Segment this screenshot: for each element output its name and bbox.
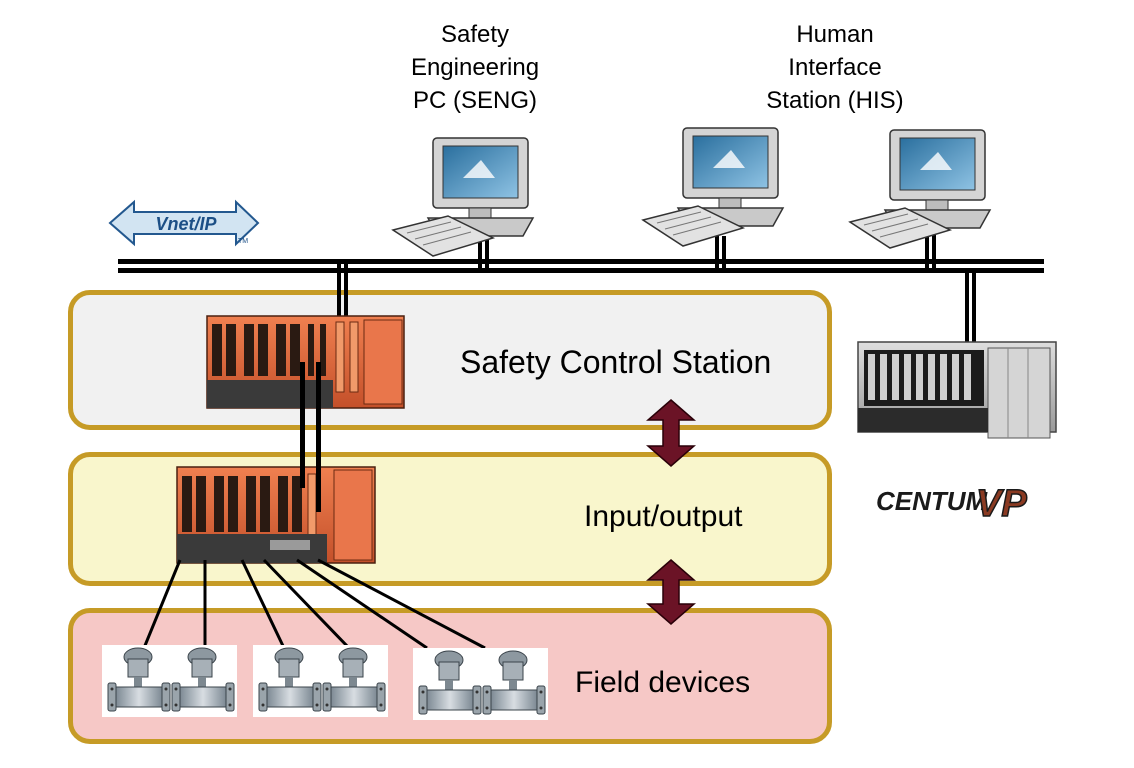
- vnet-ip-logo-text: Vnet/IP: [155, 214, 217, 234]
- flowmeter-icon-6: [482, 647, 546, 721]
- scs-io-cable-2: [316, 362, 321, 512]
- centum-vp-cabinet: [857, 341, 1057, 439]
- field-device-group-3: [413, 647, 548, 721]
- centum-logo-text: CENTUM: [876, 486, 989, 516]
- flowmeter-icon-2: [171, 644, 235, 718]
- flowmeter-icon-3: [258, 644, 322, 718]
- scs-io-cable-1: [300, 362, 305, 488]
- safety-control-station-panel: [68, 290, 832, 430]
- safety-controller-unit: [206, 315, 405, 409]
- his-label: Human Interface Station (HIS): [766, 21, 904, 114]
- field-devices-label: Field devices: [575, 666, 751, 699]
- flowmeter-icon-4: [322, 644, 386, 718]
- seng-label: Safety Engineering PC (SENG): [410, 21, 540, 114]
- vnet-ip-bus: [118, 259, 1044, 273]
- io-controller-unit: [176, 466, 376, 564]
- flowmeter-icon-5: [418, 647, 482, 721]
- vnet-ip-logo: Vnet/IP TM: [108, 199, 260, 247]
- network-drops: [337, 232, 976, 344]
- field-device-group-1: [102, 644, 237, 718]
- centum-vp-logo: CENTUM VP: [876, 482, 1028, 526]
- field-wiring: [142, 558, 486, 650]
- his-pc-icon-2: [849, 129, 991, 249]
- arrow-scs-io: [645, 399, 697, 467]
- safety-control-station-label: Safety Control Station: [460, 344, 772, 380]
- centum-logo-suffix: VP: [976, 483, 1027, 525]
- his-pc-icon-1: [642, 127, 784, 247]
- flowmeter-icon-1: [107, 644, 171, 718]
- arrow-io-field: [645, 559, 697, 625]
- input-output-label: Input/output: [584, 500, 743, 533]
- seng-pc-icon: [392, 137, 534, 257]
- field-device-group-2: [253, 644, 388, 718]
- vnet-ip-tm: TM: [238, 238, 248, 245]
